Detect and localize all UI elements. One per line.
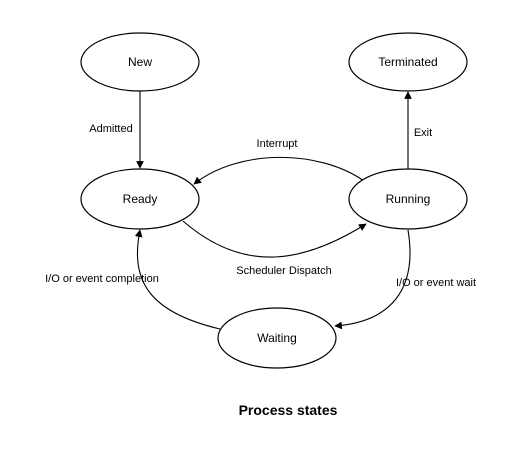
state-running: Running: [348, 168, 468, 230]
state-new-label: New: [128, 55, 152, 69]
label-io-event-wait: I/O or event wait: [396, 277, 476, 289]
state-running-label: Running: [386, 192, 431, 206]
state-ready: Ready: [80, 168, 200, 230]
state-terminated-label: Terminated: [378, 55, 437, 69]
label-admitted: Admitted: [89, 123, 132, 135]
state-new: New: [80, 32, 200, 92]
state-terminated: Terminated: [348, 32, 468, 92]
label-exit: Exit: [414, 127, 432, 139]
state-waiting: Waiting: [217, 307, 337, 369]
edge-interrupt: [193, 156, 365, 185]
label-scheduler-dispatch: Scheduler Dispatch: [236, 265, 331, 277]
state-ready-label: Ready: [123, 192, 158, 206]
edge-io-event-completion: [134, 229, 221, 330]
edge-scheduler-dispatch: [182, 220, 367, 258]
edge-io-event-wait: [334, 229, 411, 330]
diagram-caption: Process states: [239, 402, 338, 418]
state-waiting-label: Waiting: [257, 331, 297, 345]
label-interrupt: Interrupt: [257, 138, 298, 150]
label-io-event-completion: I/O or event completion: [45, 273, 159, 285]
